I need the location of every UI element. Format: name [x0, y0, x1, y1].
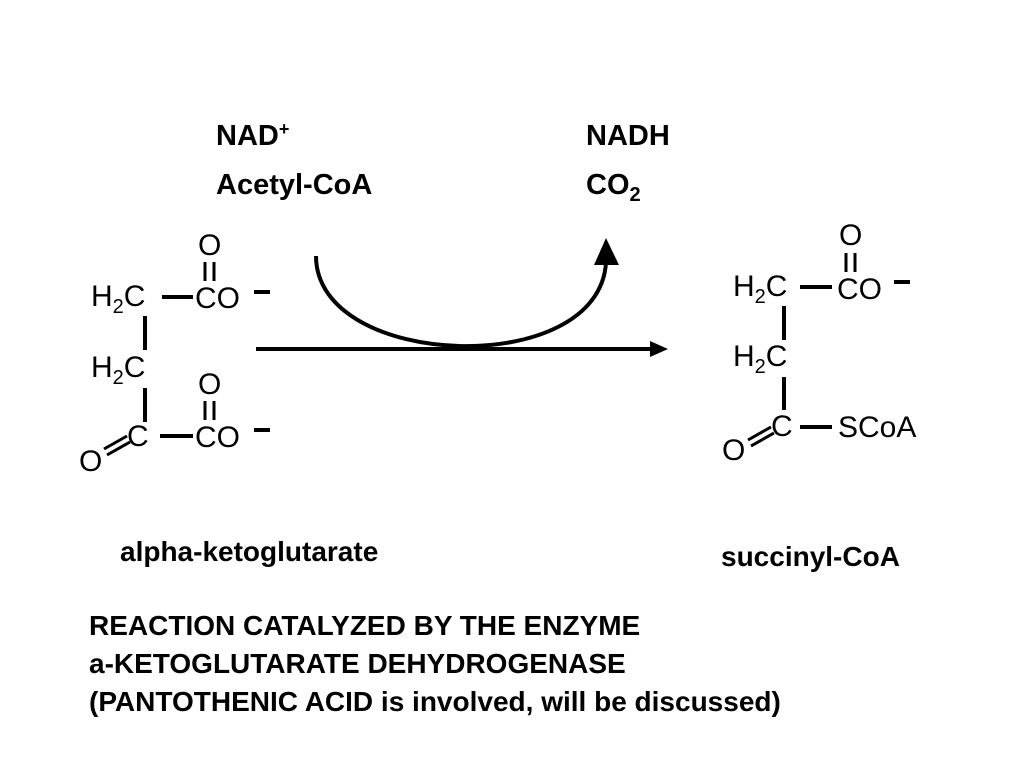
cofactor-curved-arrow	[314, 238, 619, 349]
cofactor-acetyl-coa: Acetyl-CoA	[216, 169, 373, 201]
cofactor-co2: CO2	[586, 169, 641, 206]
cofactor-nad-plus: NAD+	[216, 119, 290, 152]
product-carbonyl-oxygen: O	[839, 219, 863, 252]
substrate-keto-carbon: C	[127, 420, 149, 453]
reaction-arrow	[256, 341, 668, 357]
product-ch2-middle: H2C	[733, 340, 788, 378]
caption-line-3: (PANTOTHENIC ACID is involved, will be d…	[89, 686, 781, 717]
substrate-carbonyl-oxygen-bottom: O	[198, 368, 222, 401]
substrate-bonds	[103, 262, 216, 457]
substrate-carbonyl-oxygen-top: O	[198, 229, 222, 262]
negative-charge-icon	[894, 280, 910, 284]
substrate-ch2-top: H2C	[91, 280, 146, 318]
substrate-keto-oxygen: O	[79, 445, 103, 478]
substrate-name: alpha-ketoglutarate	[120, 536, 379, 567]
cofactor-nadh: NADH	[586, 120, 670, 152]
product-name: succinyl-CoA	[721, 541, 900, 572]
product-scoa-group: SCoA	[838, 411, 917, 444]
caption: REACTION CATALYZED BY THE ENZYME a-KETOG…	[89, 607, 781, 721]
caption-line-1: REACTION CATALYZED BY THE ENZYME	[89, 610, 641, 641]
product-bonds	[747, 253, 857, 448]
product-thioester-carbon: C	[771, 410, 793, 443]
product-carboxylate: CO	[837, 273, 882, 306]
substrate-carboxylate-top: CO	[195, 282, 240, 315]
product-ch2-top: H2C	[733, 270, 788, 308]
substrate-ch2-middle: H2C	[91, 351, 146, 389]
substrate-carboxylate-bottom: CO	[195, 421, 240, 454]
caption-line-2: a-KETOGLUTARATE DEHYDROGENASE	[89, 648, 626, 679]
negative-charge-icon	[254, 428, 270, 432]
product-thioester-oxygen: O	[722, 434, 746, 467]
negative-charge-icon	[254, 290, 270, 294]
